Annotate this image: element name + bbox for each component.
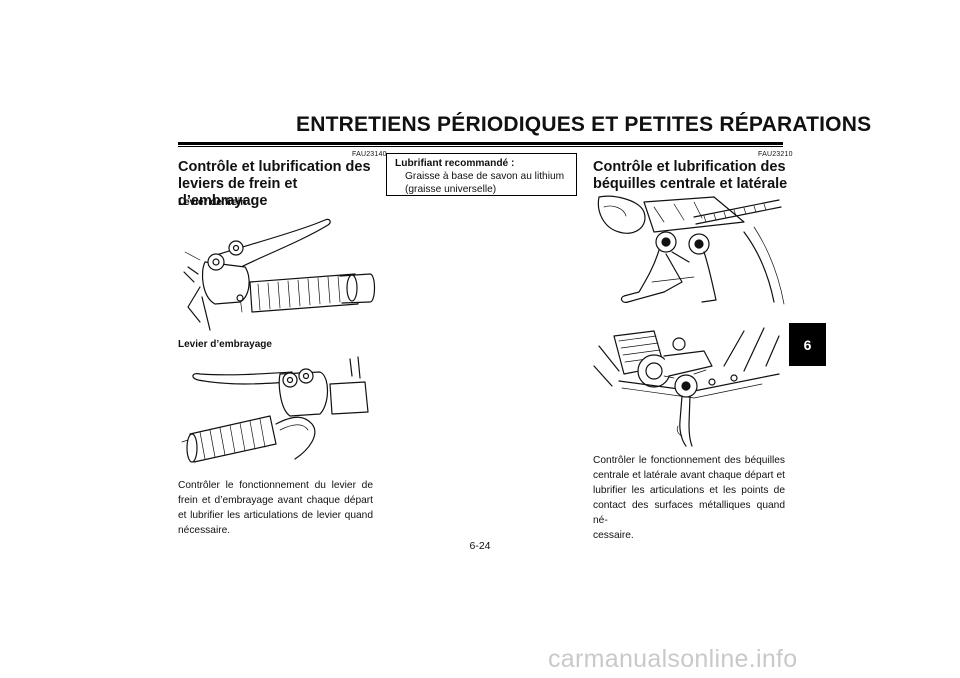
section-code: FAU23140 — [352, 151, 387, 158]
note-line: (graisse universelle) — [405, 184, 497, 195]
watermark: carmanualsonline.info — [548, 645, 798, 673]
heading-line: Contrôle et lubrification des — [593, 159, 786, 175]
body-line: cessaire. — [593, 530, 634, 541]
subheading-brake-lever: Levier de frein — [178, 197, 247, 208]
body-line: nécessaire. — [178, 525, 231, 536]
body-line: Contrôler le fonctionnement du levier de — [178, 480, 373, 491]
body-line: et lubrifier les articulations de levier… — [178, 510, 373, 521]
section-code: FAU23210 — [758, 151, 793, 158]
brake-lever-illustration — [183, 218, 376, 331]
section-heading: Contrôle et lubrification des béquilles … — [593, 159, 803, 193]
heading-line: leviers de frein et d’embrayage — [178, 176, 298, 209]
page-number: 6-24 — [469, 540, 491, 552]
chapter-tab: 6 — [789, 323, 826, 366]
center-stand-illustration — [597, 195, 785, 305]
side-stand-illustration — [593, 327, 780, 447]
left-body-text: Contrôler le fonctionnement du levier de… — [178, 478, 373, 538]
subheading-clutch-lever: Levier d’embrayage — [178, 339, 272, 350]
clutch-lever-illustration — [181, 356, 369, 463]
right-body-text: Contrôler le fonctionnement des béquille… — [593, 453, 785, 543]
page-title: ENTRETIENS PÉRIODIQUES ET PETITES RÉPARA… — [296, 113, 872, 136]
body-line: contact des surfaces métalliques quand n… — [593, 500, 785, 526]
section-heading: Contrôle et lubrification des leviers de… — [178, 159, 388, 210]
body-line: Contrôler le fonctionnement des béquille… — [593, 455, 785, 466]
title-rule — [178, 142, 783, 145]
body-line: frein et d’embrayage avant chaque départ — [178, 495, 373, 506]
heading-line: béquilles centrale et latérale — [593, 176, 788, 192]
lubricant-note-box: Lubrifiant recommandé : Graisse à base d… — [386, 153, 577, 196]
note-line: Graisse à base de savon au lithium — [405, 171, 565, 182]
body-line: centrale et latérale avant chaque départ… — [593, 470, 785, 481]
body-line: lubrifier les articulations et les point… — [593, 485, 785, 496]
heading-line: Contrôle et lubrification des — [178, 159, 371, 175]
note-title: Lubrifiant recommandé : — [395, 158, 515, 169]
title-rule-thin — [178, 146, 783, 147]
